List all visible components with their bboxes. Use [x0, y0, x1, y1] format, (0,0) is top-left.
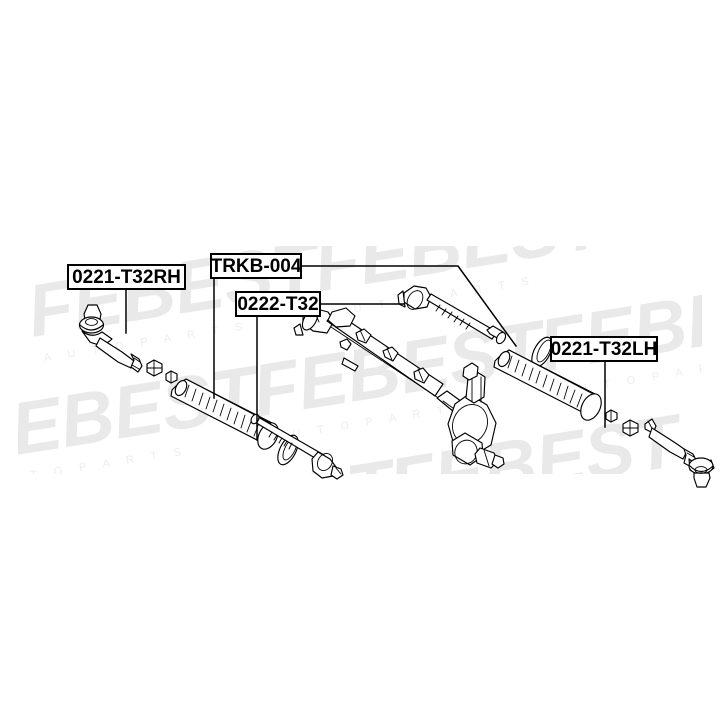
clamp-band-right: [165, 370, 178, 384]
leader-lines: [125, 265, 606, 441]
boot-ring-left: [531, 336, 553, 368]
label-trkb-004[interactable]: TRKB-004: [210, 253, 302, 279]
part-number-labels: 0221-T32RH TRKB-004 0222-T32 0221-T32LH: [67, 253, 658, 362]
label-0222-t32-text: 0222-T32: [237, 294, 318, 315]
steering-rack-housing: [293, 307, 505, 469]
clamp-small-left: [622, 419, 639, 437]
leader-trkb-004-right: [300, 265, 518, 348]
bellows-boot-right: [170, 378, 279, 450]
bellows-boot-left: [493, 349, 602, 421]
outer-tie-rod-end-left: [644, 418, 715, 488]
label-0222-t32[interactable]: 0222-T32: [235, 291, 321, 317]
label-0221-t32lh-text: 0221-T32LH: [551, 339, 658, 360]
label-0221-t32rh-text: 0221-T32RH: [72, 267, 181, 288]
label-0221-t32lh[interactable]: 0221-T32LH: [550, 336, 658, 362]
parts-illustration: [78, 285, 715, 488]
clamp-small-right: [146, 359, 163, 377]
label-trkb-004-text: TRKB-004: [211, 256, 302, 277]
clamp-band-left: [605, 409, 618, 423]
outer-tie-rod-end-right: [78, 304, 143, 373]
label-0221-t32rh[interactable]: 0221-T32RH: [67, 264, 186, 290]
inner-tie-rod-left: [397, 285, 507, 345]
